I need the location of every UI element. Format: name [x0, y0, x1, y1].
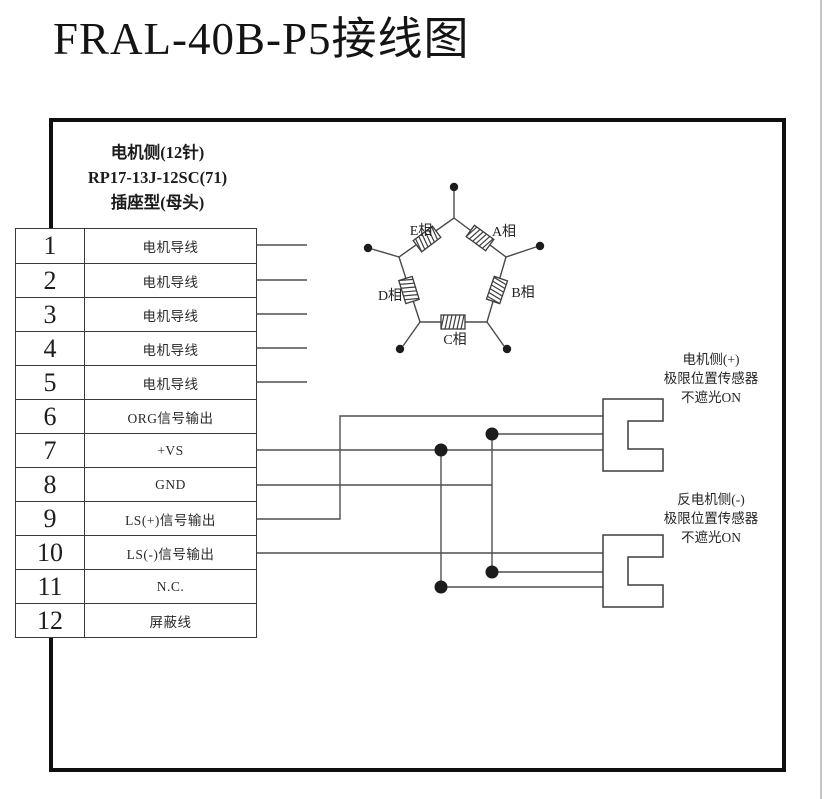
table-row: 10 LS(-)信号输出	[16, 535, 256, 569]
pin-function: GND	[155, 476, 186, 492]
wire-junction-dots	[434, 427, 499, 594]
limit-sensor-negative-caption: 反电机侧(-) 极限位置传感器 不遮光ON	[628, 490, 794, 547]
phase-label-c: C相	[443, 333, 467, 348]
sensor-side: 电机侧(+)	[682, 352, 740, 367]
limit-sensor-positive-symbol	[602, 398, 664, 472]
page-title: FRAL-40B-P5接线图	[53, 14, 470, 64]
pin-number: 4	[16, 332, 85, 365]
pin-number: 12	[16, 604, 85, 637]
connector-side: 电机侧(12针)	[110, 143, 205, 162]
pin-number: 2	[16, 264, 85, 297]
terminal-dot	[395, 344, 405, 354]
pin-table: 1 电机导线 2 电机导线 3 电机导线 4 电机导线 5 电机导线 6 ORG…	[15, 228, 257, 638]
sensor-type: 极限位置传感器	[663, 371, 759, 386]
sensor-side: 反电机侧(-)	[677, 492, 745, 507]
pin-function: +VS	[157, 442, 184, 458]
phase-label-d: D相	[377, 289, 403, 304]
pin-number: 5	[16, 366, 85, 399]
connector-type: 插座型(母头)	[110, 193, 205, 212]
table-row: 5 电机导线	[16, 365, 256, 399]
junction-dot	[485, 427, 499, 441]
junction-dot	[434, 580, 448, 594]
table-row: 4 电机导线	[16, 331, 256, 365]
connector-model: RP17-13J-12SC(71)	[87, 168, 228, 187]
wires	[257, 244, 603, 588]
wire-ls-plus	[257, 415, 603, 520]
pin-number: 9	[16, 502, 85, 535]
pin-function: ORG信号输出	[127, 410, 214, 426]
sensor-type: 极限位置传感器	[663, 511, 759, 526]
limit-sensor-positive-caption: 电机侧(+) 极限位置传感器 不遮光ON	[628, 350, 794, 407]
phase-label-a: A相	[491, 225, 517, 240]
winding-leads	[371, 191, 537, 347]
terminal-dot	[502, 344, 512, 354]
table-row: 7 +VS	[16, 433, 256, 467]
pin-number: 8	[16, 468, 85, 501]
table-row: 8 GND	[16, 467, 256, 501]
junction-dot	[434, 443, 448, 457]
table-row: 11 N.C.	[16, 569, 256, 603]
sensor-state: 不遮光ON	[681, 390, 741, 405]
pin-function: 电机导线	[142, 240, 199, 255]
winding-terminal-dots	[363, 182, 545, 354]
terminal-dot	[363, 243, 373, 253]
junction-dot	[485, 565, 499, 579]
pin-number: 3	[16, 298, 85, 331]
table-row: 6 ORG信号输出	[16, 399, 256, 433]
phase-label-b: B相	[511, 286, 535, 301]
pin-function: 电机导线	[142, 274, 199, 290]
table-row: 1 电机导线	[16, 229, 256, 263]
table-row: 9 LS(+)信号输出	[16, 501, 256, 535]
motor-lead-stubs	[257, 244, 307, 383]
pin-function: N.C.	[156, 578, 185, 594]
pin-function: LS(-)信号输出	[126, 546, 215, 562]
terminal-dot	[535, 241, 545, 251]
table-row: 3 电机导线	[16, 297, 256, 331]
pin-number: 11	[16, 570, 85, 603]
pin-function: LS(+)信号输出	[125, 512, 216, 528]
pin-number: 7	[16, 434, 85, 467]
scan-edge	[820, 0, 822, 799]
pin-function: 电机导线	[142, 308, 199, 324]
pin-number: 1	[16, 229, 85, 263]
wire-gnd-branches	[491, 433, 603, 573]
pin-function: 电机导线	[142, 376, 199, 392]
pin-number: 10	[16, 536, 85, 569]
sensor-state: 不遮光ON	[681, 530, 741, 545]
table-row: 12 屏蔽线	[16, 603, 256, 637]
connector-label: 电机侧(12针) RP17-13J-12SC(71) 插座型(母头)	[40, 140, 275, 215]
wire-vs-branch	[440, 450, 603, 588]
pin-function: 电机导线	[142, 342, 199, 358]
coil-c-icon	[440, 314, 466, 330]
phase-label-e: E相	[409, 224, 433, 239]
pin-number: 6	[16, 400, 85, 433]
pin-function: 屏蔽线	[149, 614, 192, 630]
table-row: 2 电机导线	[16, 263, 256, 297]
terminal-dot	[449, 182, 459, 192]
limit-sensor-negative-symbol	[602, 534, 664, 608]
